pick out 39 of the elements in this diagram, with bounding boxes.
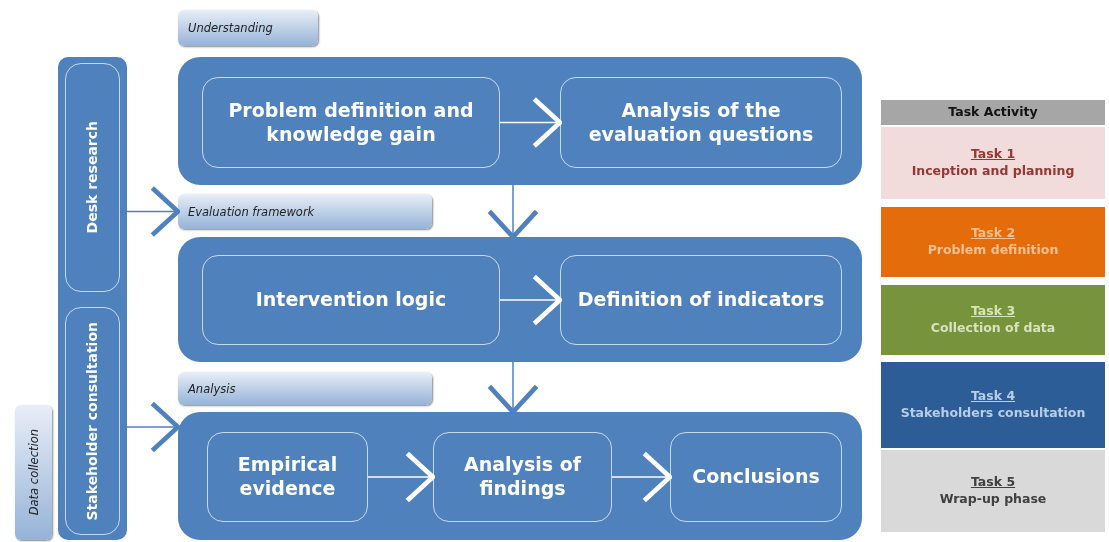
task-row bbox=[881, 450, 1105, 532]
process-box: Conclusions bbox=[670, 432, 842, 522]
task-row bbox=[881, 207, 1105, 277]
stage-tab: Evaluation framework bbox=[178, 194, 432, 229]
task-name: Inception and planning bbox=[911, 163, 1075, 180]
task-name: Problem definition bbox=[927, 242, 1059, 259]
chevron-arrow bbox=[611, 451, 673, 503]
chevron-arrow bbox=[499, 96, 563, 149]
stage-tab: Analysis bbox=[178, 372, 432, 405]
activity-bar bbox=[58, 57, 127, 540]
task-name: Collection of data bbox=[930, 320, 1056, 337]
task-row bbox=[881, 362, 1105, 448]
side-tab: Data collection bbox=[15, 405, 52, 540]
chevron-arrow bbox=[487, 184, 539, 240]
task-row bbox=[881, 127, 1105, 199]
stage-tab: Understanding bbox=[178, 10, 318, 46]
table-header: Task Activity bbox=[881, 100, 1105, 125]
task-number: Task 2 bbox=[970, 225, 1016, 242]
process-box: Analysis of findings bbox=[433, 432, 612, 522]
stage-band bbox=[178, 412, 862, 540]
stage-band bbox=[178, 57, 862, 185]
chevron-arrow bbox=[499, 274, 563, 326]
task-name: Stakeholders consultation bbox=[900, 405, 1086, 422]
process-box: Definition of indicators bbox=[560, 255, 842, 345]
task-number: Task 5 bbox=[970, 474, 1016, 491]
task-number: Task 3 bbox=[970, 303, 1016, 320]
task-number: Task 4 bbox=[970, 388, 1016, 405]
stage-band bbox=[178, 237, 862, 362]
task-name: Wrap-up phase bbox=[939, 491, 1047, 508]
process-box: Problem definition and knowledge gain bbox=[202, 77, 500, 168]
task-number: Task 1 bbox=[970, 146, 1016, 163]
chevron-arrow bbox=[487, 361, 539, 415]
process-box: Analysis of the evaluation questions bbox=[560, 77, 842, 168]
activity-box: Stakeholder consultation bbox=[65, 307, 120, 535]
process-box: Intervention logic bbox=[202, 255, 500, 345]
task-row bbox=[881, 285, 1105, 355]
activity-box: Desk research bbox=[65, 63, 120, 292]
process-box: Empirical evidence bbox=[207, 432, 368, 522]
chevron-arrow bbox=[367, 451, 436, 503]
